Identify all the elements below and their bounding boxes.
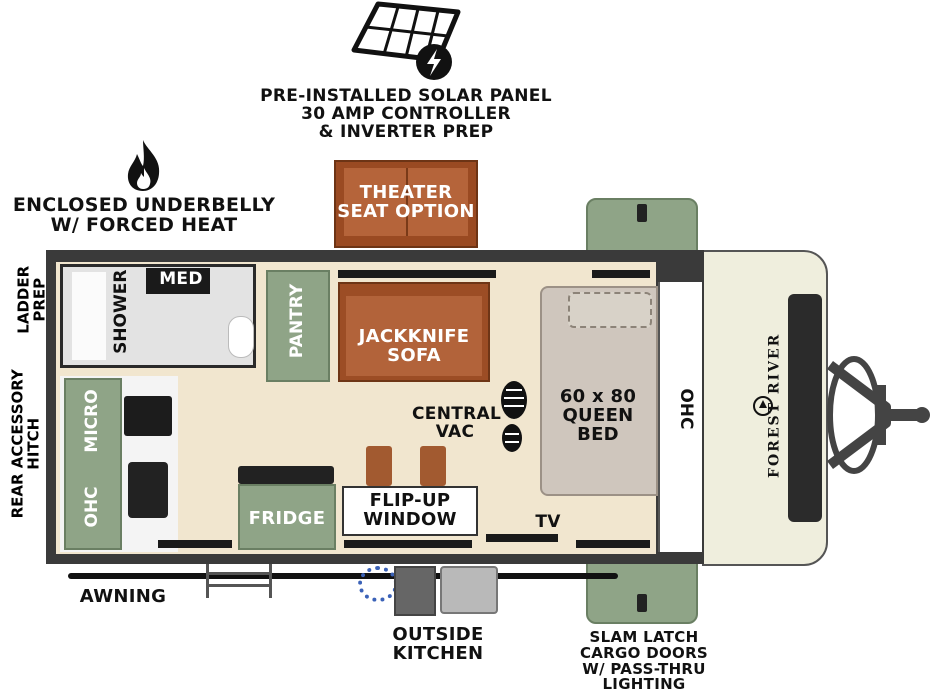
front-window	[788, 294, 822, 522]
pantry	[266, 270, 330, 382]
underbelly-label: ENCLOSED UNDERBELLY W/ FORCED HEAT	[12, 194, 276, 236]
tv-label: TV	[535, 512, 561, 532]
outside-hose	[358, 566, 398, 602]
flip-up-window	[342, 486, 478, 536]
solar-panel-icon	[351, 1, 461, 80]
bed-pillow	[568, 292, 652, 328]
shower-label: SHOWER	[111, 269, 132, 354]
outside-grill	[440, 566, 498, 614]
rear-cabinet	[64, 378, 122, 550]
sofa-label: JACKKNIFE SOFA	[358, 326, 470, 366]
cargo-compartment-bottom	[586, 560, 698, 624]
bottom-window-4	[576, 540, 650, 548]
outside-kitchen-unit	[394, 566, 436, 616]
flip-window-label: FLIP-UP WINDOW	[363, 490, 457, 530]
theater-label: THEATER SEAT OPTION	[337, 182, 475, 222]
cooktop	[124, 396, 172, 436]
fridge	[238, 484, 336, 550]
pantry-label: PANTRY	[287, 283, 308, 359]
solar-label: PRE-INSTALLED SOLAR PANEL 30 AMP CONTROL…	[260, 86, 552, 142]
tongue-hitch	[827, 356, 930, 474]
cargo-label: SLAM LATCH CARGO DOORS W/ PASS-THRU LIGH…	[579, 628, 709, 694]
toilet	[228, 316, 254, 358]
fridge-label: FRIDGE	[248, 508, 326, 529]
entry-steps	[206, 564, 272, 598]
awning-bar	[68, 573, 618, 579]
footprint-icon	[501, 381, 527, 452]
micro-label: MICRO	[82, 389, 103, 453]
ohc-right-cabinet	[658, 282, 702, 552]
bottom-window-2	[344, 540, 472, 548]
theater-seat-option: THEATER SEAT OPTION	[334, 160, 478, 248]
bottom-window-1	[158, 540, 232, 548]
bed-label: 60 x 80 QUEEN BED	[559, 386, 637, 445]
bathroom-fixtures	[72, 272, 106, 360]
bottom-window-3	[486, 534, 558, 542]
brand-logo	[753, 396, 773, 416]
outside-kitchen-label: OUTSIDE KITCHEN	[392, 624, 484, 664]
flame-icon	[127, 140, 160, 191]
dinette-stools	[366, 446, 392, 486]
sofa-window	[338, 270, 496, 278]
rear-hitch-label: REAR ACCESSORY HITCH	[8, 369, 42, 519]
ohc-right-label: OHC	[675, 388, 696, 430]
slam-latch-bottom	[637, 594, 647, 612]
slam-latch-top	[637, 204, 647, 222]
ohc-left-label: OHC	[82, 486, 103, 528]
ladder-prep-label: LADDER PREP	[14, 265, 48, 334]
med-cabinet	[146, 268, 210, 294]
fridge-top	[238, 466, 334, 484]
bed-window	[592, 270, 650, 278]
central-vac-label: CENTRAL VAC	[412, 404, 502, 442]
sink	[128, 462, 168, 518]
med-label: MED	[159, 269, 203, 289]
awning-label: AWNING	[79, 586, 167, 607]
